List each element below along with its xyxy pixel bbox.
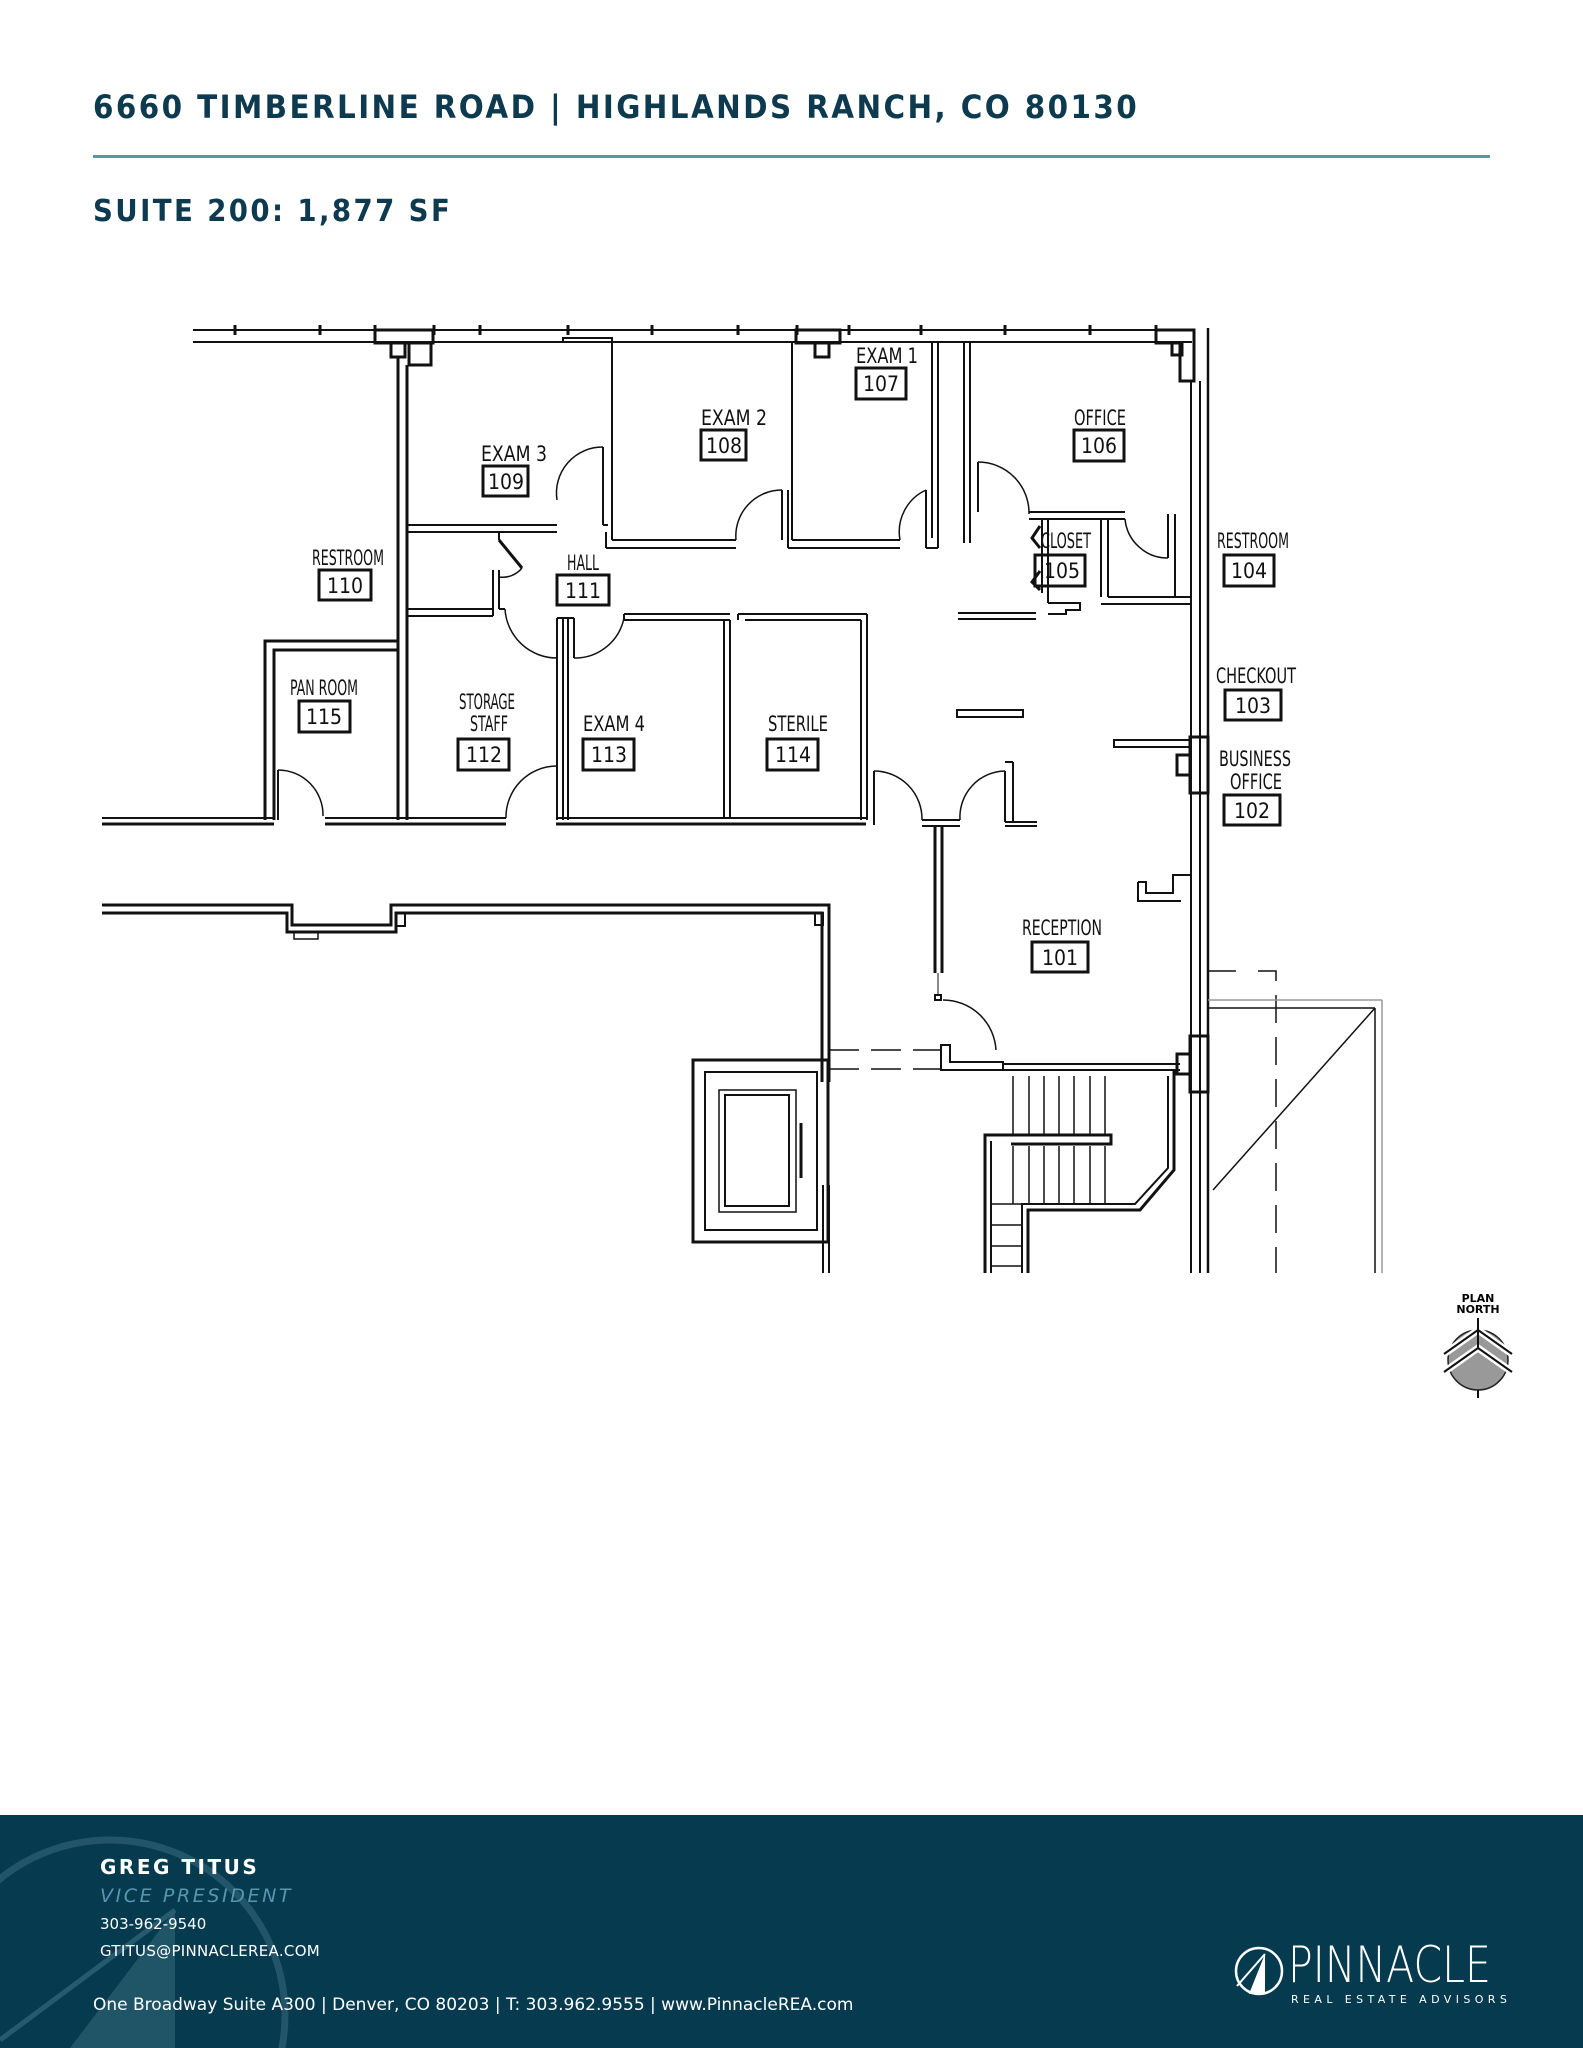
room-number: 105	[1044, 559, 1080, 583]
room-101-reception: RECEPTION 101	[1022, 916, 1102, 974]
room-number: 103	[1235, 694, 1271, 718]
header-divider	[93, 155, 1490, 158]
agent-title: VICE PRESIDENT	[100, 1885, 294, 1907]
room-number: 109	[488, 470, 524, 494]
room-114-sterile: STERILE 114	[765, 712, 828, 772]
room-number: 114	[775, 743, 811, 767]
room-name: CLOSET	[1041, 529, 1091, 553]
room-name-line2: OFFICE	[1230, 770, 1282, 794]
room-number: 115	[306, 705, 342, 729]
room-name: PAN ROOM	[290, 676, 358, 700]
exterior-top-wall	[193, 325, 1196, 383]
walls-south	[102, 903, 1383, 1273]
room-number: 108	[706, 434, 742, 458]
room-104-restroom: RESTROOM 104	[1217, 529, 1289, 588]
room-number: 102	[1234, 799, 1270, 823]
room-111-hall: HALL 111	[555, 551, 611, 607]
room-106-office: OFFICE 106	[1072, 406, 1126, 463]
room-number: 104	[1231, 559, 1267, 583]
room-109-exam-3: EXAM 3 109	[481, 442, 547, 498]
room-name: RESTROOM	[1217, 529, 1289, 553]
room-name: RECEPTION	[1022, 916, 1102, 940]
logo-tagline: REAL ESTATE ADVISORS	[1291, 1993, 1512, 2006]
pinnacle-logo: PINNACLE REAL ESTATE ADVISORS	[1233, 1936, 1523, 2012]
room-name: HALL	[567, 551, 599, 575]
walls-west	[102, 357, 866, 826]
room-name: STERILE	[768, 712, 828, 736]
room-number: 111	[565, 579, 601, 603]
logo-wordmark: PINNACLE	[1288, 1936, 1491, 1994]
room-name: STORAGE	[459, 690, 515, 714]
property-address-title: 6660 TIMBERLINE ROAD | HIGHLANDS RANCH, …	[93, 88, 1140, 126]
room-number: 101	[1042, 946, 1078, 970]
room-name: BUSINESS	[1219, 747, 1291, 771]
room-112-storage-staff: STORAGE STAFF 112	[456, 690, 515, 772]
pinnacle-mark-icon	[1234, 1946, 1284, 1996]
room-number: 106	[1081, 434, 1117, 458]
room-name: OFFICE	[1074, 406, 1126, 430]
room-name-line2: STAFF	[470, 712, 508, 736]
room-110-restroom: RESTROOM 110	[312, 546, 384, 602]
room-name: EXAM 1	[856, 344, 918, 368]
room-105-closet: CLOSET 105	[1033, 529, 1091, 588]
room-113-exam-4: EXAM 4 113	[581, 712, 645, 772]
room-115-pan-room: PAN ROOM 115	[290, 676, 358, 734]
room-107-exam-1: EXAM 1 107	[854, 344, 918, 401]
floor-plan: EXAM 3 109 EXAM 2 108 EXAM 1 107 OFFICE …	[102, 325, 1383, 1273]
watermark-logo-icon	[0, 1836, 289, 2048]
footer: GREG TITUS VICE PRESIDENT 303-962-9540 G…	[0, 1815, 1583, 2048]
agent-email-link[interactable]: GTITUS@PINNACLEREA.COM	[100, 1942, 321, 1960]
svg-text:PLAN: PLAN	[1462, 1292, 1495, 1305]
room-name: RESTROOM	[312, 546, 384, 570]
walls-center	[407, 532, 1192, 1001]
room-103-checkout: CHECKOUT 103	[1216, 664, 1296, 722]
agent-phone[interactable]: 303-962-9540	[100, 1915, 207, 1933]
suite-size-subtitle: SUITE 200: 1,877 SF	[93, 194, 453, 229]
svg-text:NORTH: NORTH	[1456, 1303, 1499, 1316]
room-108-exam-2: EXAM 2 108	[699, 406, 767, 462]
room-102-business-office: BUSINESS OFFICE 102	[1219, 747, 1291, 827]
room-number: 112	[466, 743, 502, 767]
room-number: 110	[327, 574, 363, 598]
room-number: 107	[863, 372, 899, 396]
company-address-line: One Broadway Suite A300 | Denver, CO 802…	[93, 1995, 854, 2015]
room-name: EXAM 4	[583, 712, 645, 736]
room-name: EXAM 2	[701, 406, 767, 430]
room-name: EXAM 3	[481, 442, 547, 466]
plan-north-arrow-icon: PLAN NORTH	[1441, 1292, 1515, 1398]
room-number: 113	[591, 743, 627, 767]
room-name: CHECKOUT	[1216, 664, 1296, 688]
room-labels: EXAM 3 109 EXAM 2 108 EXAM 1 107 OFFICE …	[290, 344, 1296, 974]
exterior-right-wall	[1175, 328, 1210, 1273]
agent-name: GREG TITUS	[100, 1855, 260, 1879]
